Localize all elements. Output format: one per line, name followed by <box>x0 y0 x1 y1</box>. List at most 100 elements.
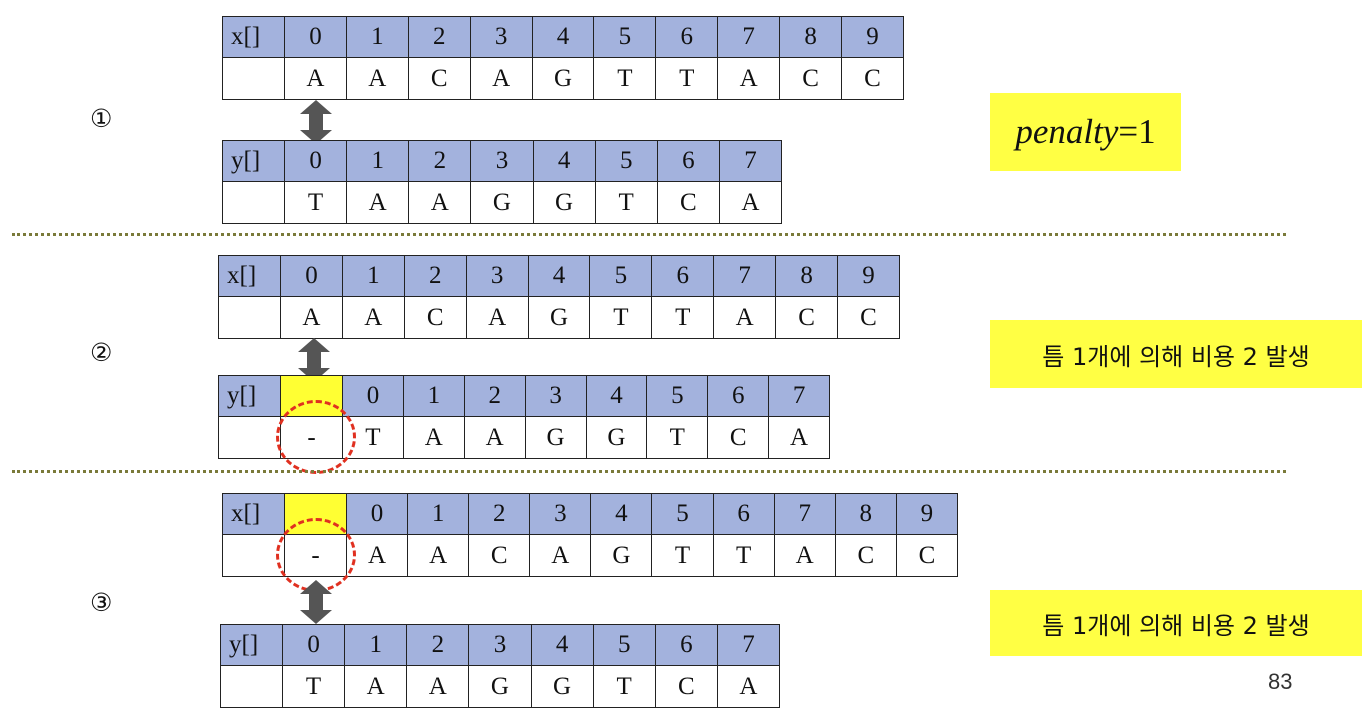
alignment-arrow-icon <box>300 100 332 144</box>
empty-cell <box>222 57 285 100</box>
char-cell: C <box>837 296 900 339</box>
char-cell: T <box>592 665 656 708</box>
empty-cell <box>218 296 281 339</box>
index-cell: 6 <box>707 375 770 417</box>
index-cell: 5 <box>651 493 714 535</box>
index-cell: 7 <box>713 255 777 297</box>
index-cell: 5 <box>594 140 658 182</box>
char-cell: C <box>895 534 959 577</box>
index-cell: 2 <box>408 140 472 182</box>
char-cell: T <box>593 57 657 100</box>
char-cell: A <box>284 57 347 100</box>
gap-cost-text: 틈 1개에 의해 비용 2 발생 <box>1042 611 1310 640</box>
char-cell: A <box>407 534 470 577</box>
alignment-arrow-icon <box>300 580 332 624</box>
index-cell: 3 <box>529 493 592 535</box>
char-cell: T <box>646 416 709 459</box>
char-cell: C <box>834 534 897 577</box>
index-cell: 5 <box>593 16 657 58</box>
array-label: y[] <box>218 375 281 417</box>
char-cell: C <box>656 181 720 224</box>
index-cell: 0 <box>281 624 346 666</box>
char-cell: A <box>768 416 830 459</box>
index-cell: 4 <box>527 255 591 297</box>
alignment-arrow-icon <box>298 338 330 382</box>
char-cell: G <box>590 534 653 577</box>
array-label: x[] <box>222 16 285 58</box>
index-cell: 4 <box>531 16 595 58</box>
index-cell: 1 <box>407 493 470 535</box>
index-cell: 4 <box>532 140 596 182</box>
penalty-word: penalty <box>1015 112 1119 151</box>
index-cell: 0 <box>283 140 348 182</box>
index-cell: 1 <box>344 624 408 666</box>
char-cell: T <box>594 181 658 224</box>
char-cell: G <box>532 181 596 224</box>
array-label: x[] <box>222 493 285 535</box>
index-cell: 1 <box>402 375 465 417</box>
index-cell: 7 <box>717 16 781 58</box>
char-cell: A <box>280 296 343 339</box>
char-cell: T <box>281 665 346 708</box>
char-cell: G <box>530 665 594 708</box>
char-cell: A <box>406 665 470 708</box>
index-cell: 8 <box>834 493 897 535</box>
index-cell: 0 <box>342 375 404 417</box>
index-cell: 8 <box>775 255 839 297</box>
index-cell: 5 <box>592 624 656 666</box>
char-cell: C <box>403 296 467 339</box>
char-cell: A <box>718 181 783 224</box>
char-cell: A <box>408 181 472 224</box>
gap-highlight-circle <box>276 400 356 474</box>
index-cell: 5 <box>646 375 709 417</box>
char-cell: G <box>468 665 532 708</box>
char-cell: A <box>465 296 529 339</box>
index-cell: 2 <box>407 16 471 58</box>
section-divider <box>12 233 1286 236</box>
char-cell: A <box>345 57 409 100</box>
char-cell: T <box>655 57 719 100</box>
index-cell: 3 <box>524 375 587 417</box>
char-cell: C <box>707 416 770 459</box>
index-cell: 7 <box>716 624 781 666</box>
char-cell: C <box>654 665 718 708</box>
step-3-marker: ③ <box>90 588 113 617</box>
char-cell: T <box>589 296 653 339</box>
char-cell: G <box>531 57 595 100</box>
gap-cost-text: 틈 1개에 의해 비용 2 발생 <box>1042 342 1310 371</box>
index-cell: 9 <box>837 255 900 297</box>
page-number: 83 <box>1268 669 1293 694</box>
char-cell: C <box>468 534 531 577</box>
index-cell: 0 <box>284 16 347 58</box>
char-cell: A <box>529 534 592 577</box>
index-cell: 3 <box>468 624 532 666</box>
char-cell: A <box>716 665 781 708</box>
char-cell: A <box>341 296 405 339</box>
index-cell: 6 <box>656 140 720 182</box>
char-cell: C <box>779 57 843 100</box>
penalty-value: =1 <box>1118 112 1156 151</box>
char-cell: A <box>463 416 526 459</box>
char-cell: A <box>402 416 465 459</box>
char-cell: A <box>469 57 533 100</box>
step-1-marker: ① <box>90 104 113 133</box>
index-cell: 3 <box>470 140 534 182</box>
char-cell: A <box>717 57 781 100</box>
char-cell: G <box>527 296 591 339</box>
char-cell: C <box>407 57 471 100</box>
index-cell: 1 <box>345 16 409 58</box>
section-divider <box>12 470 1286 473</box>
char-cell: T <box>283 181 348 224</box>
index-cell: 7 <box>773 493 836 535</box>
